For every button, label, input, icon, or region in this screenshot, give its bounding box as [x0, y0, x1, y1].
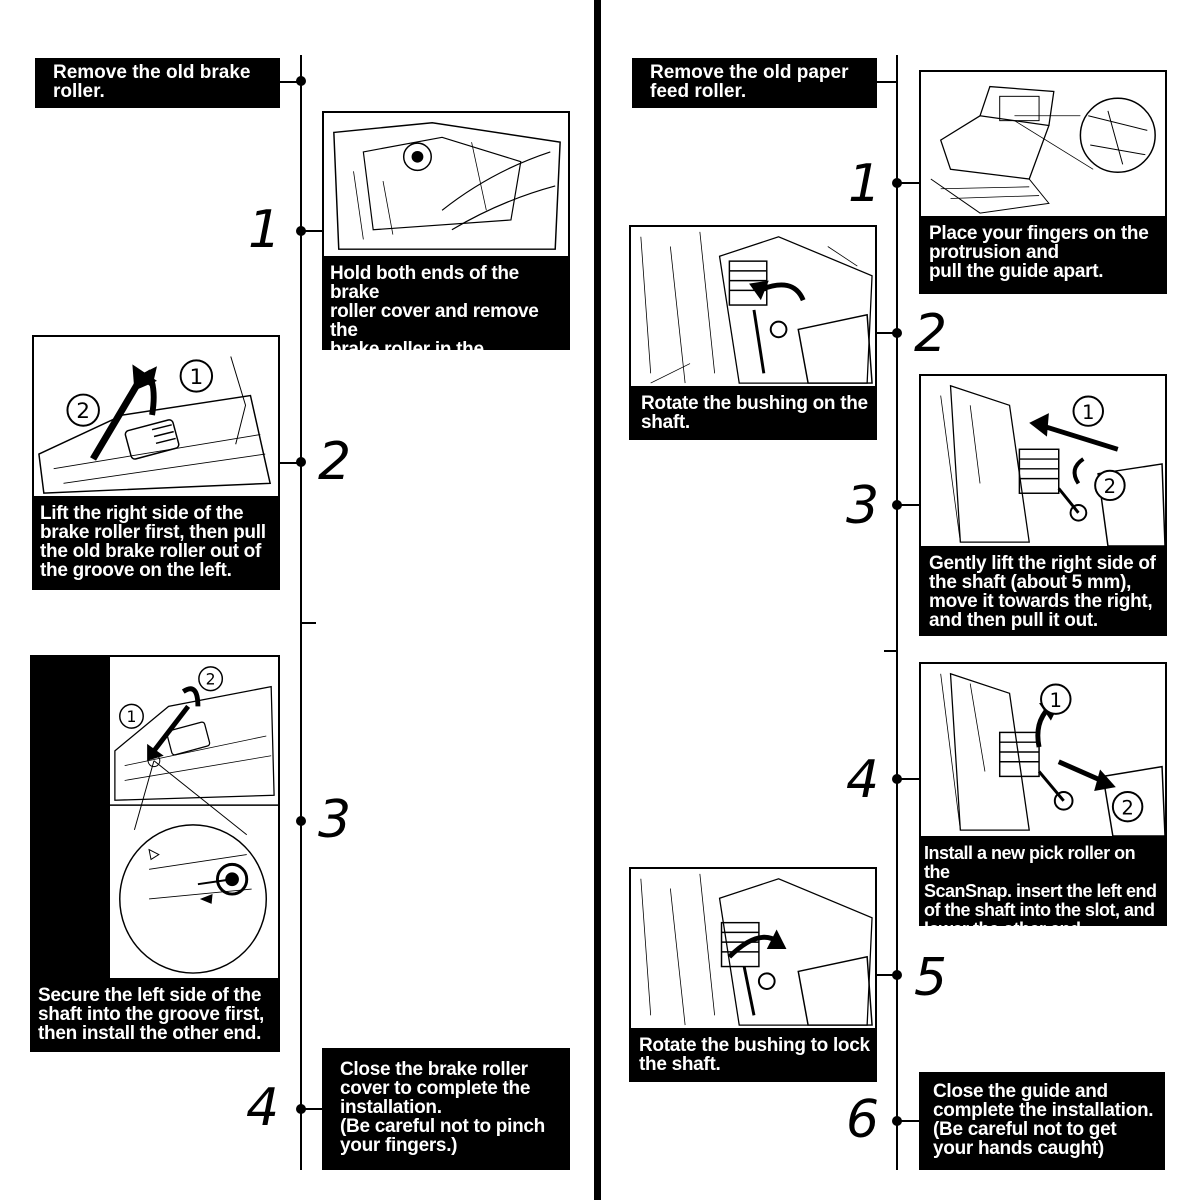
left-step-4-connector [300, 1108, 323, 1110]
right-step-5-illustration [629, 867, 877, 1030]
left-step-2-number: 2 [318, 432, 352, 492]
right-step-5-number: 5 [914, 948, 948, 1008]
right-step-2-caption: Rotate the bushing on the shaft. [629, 388, 877, 440]
right-step-4-callout-2: 2 [1121, 797, 1134, 820]
right-mid-tick [884, 650, 898, 652]
left-step-3-callout-1: 1 [127, 707, 137, 726]
left-step-3-callout-2: 2 [206, 670, 216, 689]
right-header-connector [877, 81, 898, 83]
right-step-1-number: 1 [848, 154, 882, 214]
right-step-1-connector [896, 182, 920, 184]
right-step-4-illustration: 1 2 [919, 662, 1167, 838]
right-step-1-caption: Place your fingers on the protrusion and… [919, 218, 1167, 294]
right-step-3-caption: Gently lift the right side of the shaft … [919, 548, 1167, 636]
right-step-3-connector [896, 504, 920, 506]
left-timeline [300, 55, 302, 1170]
left-step-2-callout-2: 2 [76, 399, 90, 424]
right-step-4-callout-1: 1 [1050, 689, 1063, 712]
right-step-3-callout-2: 2 [1104, 475, 1117, 498]
left-step-1-illustration [322, 111, 570, 258]
right-step-5-dot [892, 970, 902, 980]
left-step-3-dot [296, 816, 306, 826]
left-step-2-illustration: 1 2 [32, 335, 280, 498]
left-step-1-connector [300, 230, 323, 232]
right-step-5-caption: Rotate the bushing to lock the shaft. [629, 1030, 877, 1082]
right-step-3-illustration: 1 2 [919, 374, 1167, 548]
right-step-1-illustration [919, 70, 1167, 218]
left-step-2-callout-1: 1 [189, 365, 203, 390]
left-step-3-illustration: 2 1 [108, 655, 280, 980]
left-step-2-dot [296, 457, 306, 467]
left-step-1-number: 1 [248, 200, 282, 260]
right-step-6-number: 6 [846, 1090, 880, 1150]
right-timeline [896, 55, 898, 1170]
right-step-6-caption: Close the guide and complete the install… [919, 1072, 1165, 1170]
right-step-2-number: 2 [914, 304, 948, 364]
left-step-4-caption: Close the brake roller cover to complete… [322, 1048, 570, 1170]
left-step-2-connector [280, 462, 302, 464]
left-header: Remove the old brake roller. [35, 58, 280, 108]
left-mid-tick [300, 622, 316, 624]
left-step-1-caption: Hold both ends of the brake roller cover… [322, 258, 570, 397]
right-step-3-callout-1: 1 [1082, 401, 1095, 424]
right-step-4-caption: Install a new pick roller on the ScanSna… [919, 838, 1167, 958]
right-step-2-connector [877, 332, 898, 334]
center-divider [594, 0, 601, 1200]
left-step-3-side-bar [30, 655, 110, 980]
right-step-4-connector [896, 778, 920, 780]
left-step-2-caption: Lift the right side of the brake roller … [32, 498, 280, 590]
left-step-3-caption: Secure the left side of the shaft into t… [30, 980, 280, 1052]
right-step-2-illustration [629, 225, 877, 388]
left-header-connector [280, 81, 302, 83]
left-step-3-number: 3 [318, 790, 352, 850]
right-header: Remove the old paper feed roller. [632, 58, 877, 108]
right-step-4-number: 4 [846, 750, 880, 810]
right-step-3-number: 3 [846, 476, 880, 536]
right-step-2-dot [892, 328, 902, 338]
left-header-dot [296, 76, 306, 86]
right-step-5-connector [877, 974, 898, 976]
left-step-4-number: 4 [246, 1078, 280, 1138]
right-step-6-connector [896, 1120, 920, 1122]
